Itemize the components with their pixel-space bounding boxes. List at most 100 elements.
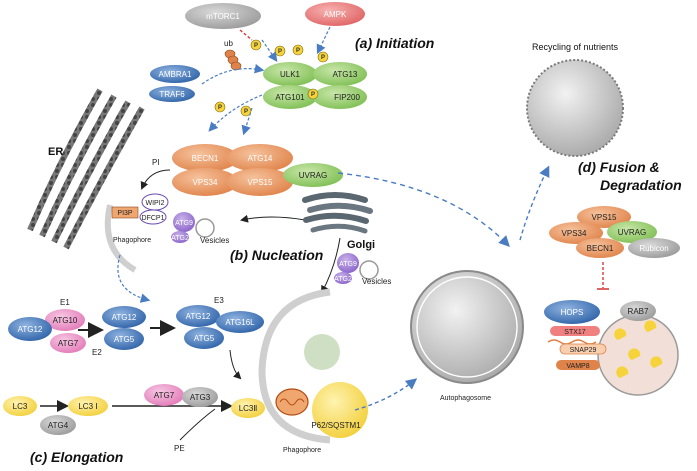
- atg5-node-2: [184, 327, 224, 349]
- phagophore-label-2: Phagophore: [283, 447, 321, 454]
- wipi2-label: WIPI2: [145, 200, 164, 207]
- lysosome-enzyme-icons: [614, 320, 663, 378]
- atg4-label: ATG4: [48, 421, 69, 430]
- atg3-node: [182, 387, 218, 407]
- atg5-label-1: ATG5: [114, 335, 135, 344]
- atg7-node-2: [144, 384, 184, 406]
- dfcp1-label: DFCP1: [142, 215, 165, 222]
- svg-text:P: P: [244, 109, 248, 115]
- atg2-label-1: ATG2: [171, 235, 189, 242]
- hops-node: [544, 300, 600, 324]
- phase-nucleation-label: (b) Nucleation: [230, 247, 323, 263]
- atg9-label-1: ATG9: [175, 220, 193, 227]
- uvrag-to-autophagosome-arrow: [337, 172, 510, 248]
- atg9-vesicle-2: [334, 253, 379, 284]
- ampk-node: [305, 2, 365, 26]
- atg7-label-1: ATG7: [58, 339, 79, 348]
- snap29-coil-icon: [547, 339, 597, 345]
- vamp8-node: [556, 360, 600, 370]
- mitochondrion-icon: [275, 388, 309, 416]
- lc3-ii-node: [231, 398, 265, 418]
- atg9-label-2: ATG9: [339, 261, 357, 268]
- phase-elongation-label: (c) Elongation: [30, 449, 123, 465]
- atg13-label: ATG13: [333, 70, 358, 79]
- mtorc1-node: [185, 3, 261, 29]
- recycling-sphere: [526, 59, 624, 157]
- pi3p-node: [111, 206, 139, 219]
- golgi-to-phagophore-arrow: [321, 237, 341, 294]
- pe-label: PE: [174, 444, 185, 453]
- golgi-to-vesicle-arrow: [240, 214, 306, 223]
- svg-text:P: P: [311, 92, 315, 98]
- autophagosome-sphere: [410, 270, 524, 384]
- pe-link: [179, 408, 216, 441]
- atg16l-node: [216, 311, 264, 333]
- cargo-yellow-icon: [312, 382, 368, 438]
- lc3-node: [3, 396, 37, 416]
- atg10-label: ATG10: [53, 316, 78, 325]
- atg5-to-lc3-arrow: [229, 349, 242, 380]
- lc3-i-label: LC3 Ⅰ: [78, 402, 97, 411]
- mtorc1-label: mTORC1: [206, 12, 240, 21]
- golgi-icon: [302, 192, 373, 234]
- dfcp1-node: [139, 209, 167, 225]
- rab7-node: [620, 301, 656, 321]
- ulk1-complex: [263, 62, 367, 109]
- snap29-node: [559, 343, 607, 355]
- vps34-label: VPS34: [193, 178, 218, 187]
- autophagosome-label: Autophagosome: [440, 395, 491, 402]
- atg12-label-3: ATG12: [186, 312, 211, 321]
- recycling-label: Recycling of nutrients: [532, 42, 619, 52]
- phagophore-label-1: Phagophore: [113, 237, 151, 244]
- to-recycling-arrow: [519, 165, 550, 241]
- pi-arrow: [140, 169, 171, 190]
- initiation-arrows: [201, 26, 331, 136]
- golgi-label: Golgi: [347, 239, 375, 251]
- pi3p-label: PI3P: [117, 210, 133, 217]
- pi-label: PI: [152, 158, 160, 167]
- nucleation-to-elongation-arrow: [117, 254, 151, 303]
- ambra1-label: AMBRA1: [159, 70, 192, 79]
- uvrag-label: UVRAG: [299, 171, 327, 180]
- lc3-i-node: [68, 396, 108, 416]
- atg12-label-2: ATG12: [112, 313, 137, 322]
- vesicles-label-2: Vesicles: [362, 277, 391, 286]
- atg12-node-3: [176, 305, 220, 327]
- er-membranes: [27, 88, 145, 250]
- vps34-label-2: VPS34: [562, 229, 587, 238]
- pi3k-complex: [172, 144, 343, 196]
- fip200-label: FIP200: [334, 93, 360, 102]
- uvrag-label-2: UVRAG: [618, 228, 646, 237]
- traf6-label: TRAF6: [159, 90, 185, 99]
- cargo-green-icon: [304, 334, 340, 370]
- atg12-label-1: ATG12: [18, 325, 43, 334]
- atg10-node: [45, 309, 85, 331]
- p62-label: P62/SQSTM1: [311, 421, 361, 430]
- stx17-label: STX17: [564, 329, 586, 336]
- atg5-node-1: [104, 328, 144, 350]
- svg-text:P: P: [254, 43, 258, 49]
- atg7-node-1: [50, 333, 86, 353]
- phase-degradation-label: Degradation: [600, 177, 682, 193]
- atg7-label-2: ATG7: [154, 391, 175, 400]
- atg9-vesicle-1: [171, 212, 215, 243]
- lc3-ii-label: LC3Ⅱ: [239, 404, 258, 413]
- rubicon-complex: [549, 206, 680, 258]
- atg12-node-1: [8, 317, 52, 341]
- svg-text:P: P: [218, 105, 222, 111]
- er-label: ER: [48, 146, 63, 158]
- ambra1-node: [150, 65, 200, 83]
- traf6-node: [149, 86, 195, 102]
- lc3-label: LC3: [13, 402, 28, 411]
- vesicles-label-1: Vesicles: [200, 236, 229, 245]
- phagophore-elongation-membrane: [258, 288, 331, 444]
- ampk-label: AMPK: [324, 10, 347, 19]
- atg16l-label: ATG16L: [225, 318, 255, 327]
- svg-text:P: P: [278, 49, 282, 55]
- ubiquitin-chain-icon: [224, 49, 242, 71]
- hops-label: HOPS: [561, 308, 584, 317]
- vps15-label-2: VPS15: [592, 213, 617, 222]
- e1-label: E1: [60, 298, 70, 307]
